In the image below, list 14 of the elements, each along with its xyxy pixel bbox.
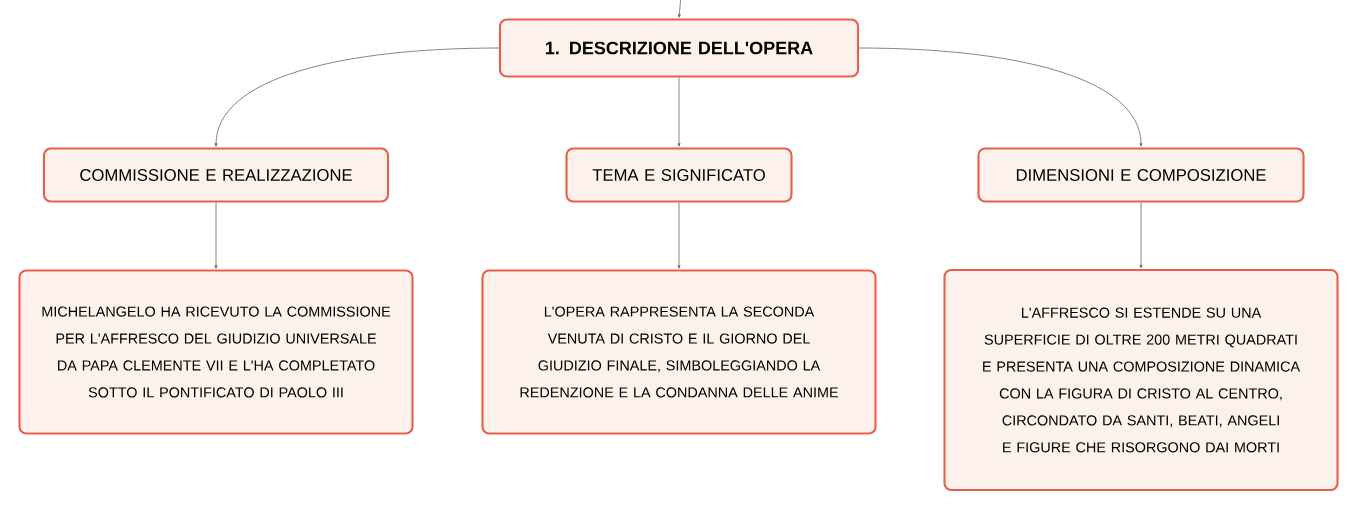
detail-box: L'AFFRESCO SI ESTENDE SU UNA SUPERFICIE DI OLTRE 200 METRI QUADRATI E PRESENTA UNA COMPOSIZIONE DINAMICA CON LA FIGURA DI CRISTO AL CENTRO, CIRCONDATO DA SANTI, BEATI, ANGELI E FIGURE CHE RISORGONO DAI MORTI [943,268,1339,492]
arrow [677,0,684,18]
detail-box: MICHELANGELO HA RICEVUTO LA COMMISSIONE PER L'AFFRESCO DEL GIUDIZIO UNIVERSALE DA PAPA CLEMENTE VII E L'HA COMPLETATO SOTTO IL PONTIFICATO DI PAOLO III [18,269,414,435]
arrow [677,77,681,147]
arrow [677,202,681,269]
title-box: 1. DESCRIZIONE DELL'OPERA [498,18,860,78]
arrow [1139,202,1143,269]
arrow [214,202,218,269]
arrow [214,47,500,147]
topic-box: COMMISSIONE E REALIZZAZIONE [42,147,390,203]
topic-box: TEMA E SIGNIFICATO [565,147,793,203]
detail-box: L'OPERA RAPPRESENTA LA SECONDA VENUTA DI CRISTO E IL GIORNO DEL GIUDIZIO FINALE, SIMBOLEGGIANDO LA REDENZIONE E LA CONDANNA DELLE ANIME [481,269,877,435]
arrow [858,47,1143,147]
topic-box: DIMENSIONI E COMPOSIZIONE [977,147,1305,203]
